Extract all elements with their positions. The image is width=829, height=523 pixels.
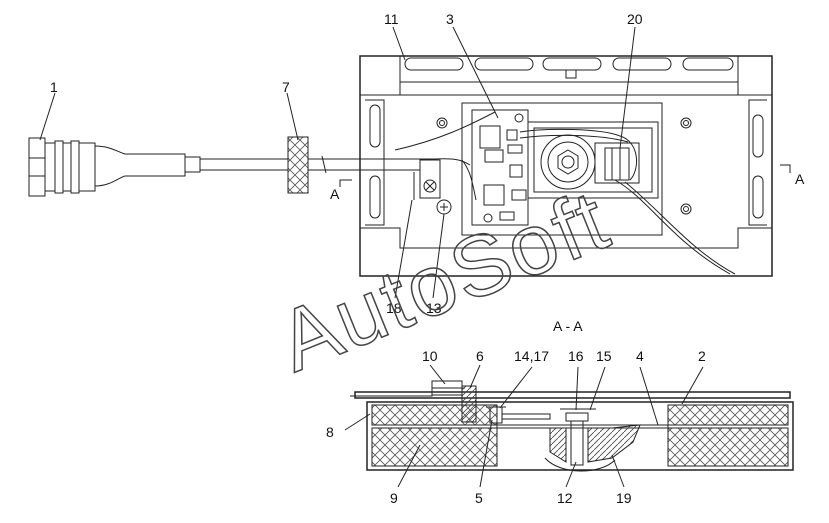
callout-9: 9 — [390, 490, 398, 506]
callout-8: 8 — [326, 424, 334, 440]
section-title: A - A — [553, 318, 583, 334]
callout-11: 11 — [384, 11, 399, 27]
callout-13: 13 — [426, 300, 442, 316]
callout-2: 2 — [698, 348, 706, 364]
callout-18: 18 — [386, 300, 402, 316]
callout-20: 20 — [627, 11, 643, 27]
callout-12: 12 — [557, 490, 573, 506]
callout-6: 6 — [476, 348, 484, 364]
top-view: A A 1 7 11 3 20 18 13 — [28, 11, 805, 316]
callout-4: 4 — [636, 348, 644, 364]
section-mark-left — [339, 179, 352, 187]
section-mark-right — [780, 164, 791, 173]
cable-harness — [28, 136, 471, 215]
callout-10: 10 — [422, 348, 438, 364]
callout-7: 7 — [282, 79, 290, 95]
callout-1: 1 — [50, 79, 58, 95]
callout-5: 5 — [475, 490, 483, 506]
callout-19: 19 — [616, 490, 632, 506]
section-mark-left-label: A — [330, 186, 340, 202]
section-mark-right-label: A — [795, 171, 805, 187]
callout-14-17: 14,17 — [514, 348, 549, 364]
callout-16: 16 — [568, 348, 584, 364]
base-plate — [359, 55, 773, 277]
callout-3: 3 — [446, 11, 454, 27]
callout-15: 15 — [596, 348, 612, 364]
section-view: A - A — [326, 318, 794, 506]
